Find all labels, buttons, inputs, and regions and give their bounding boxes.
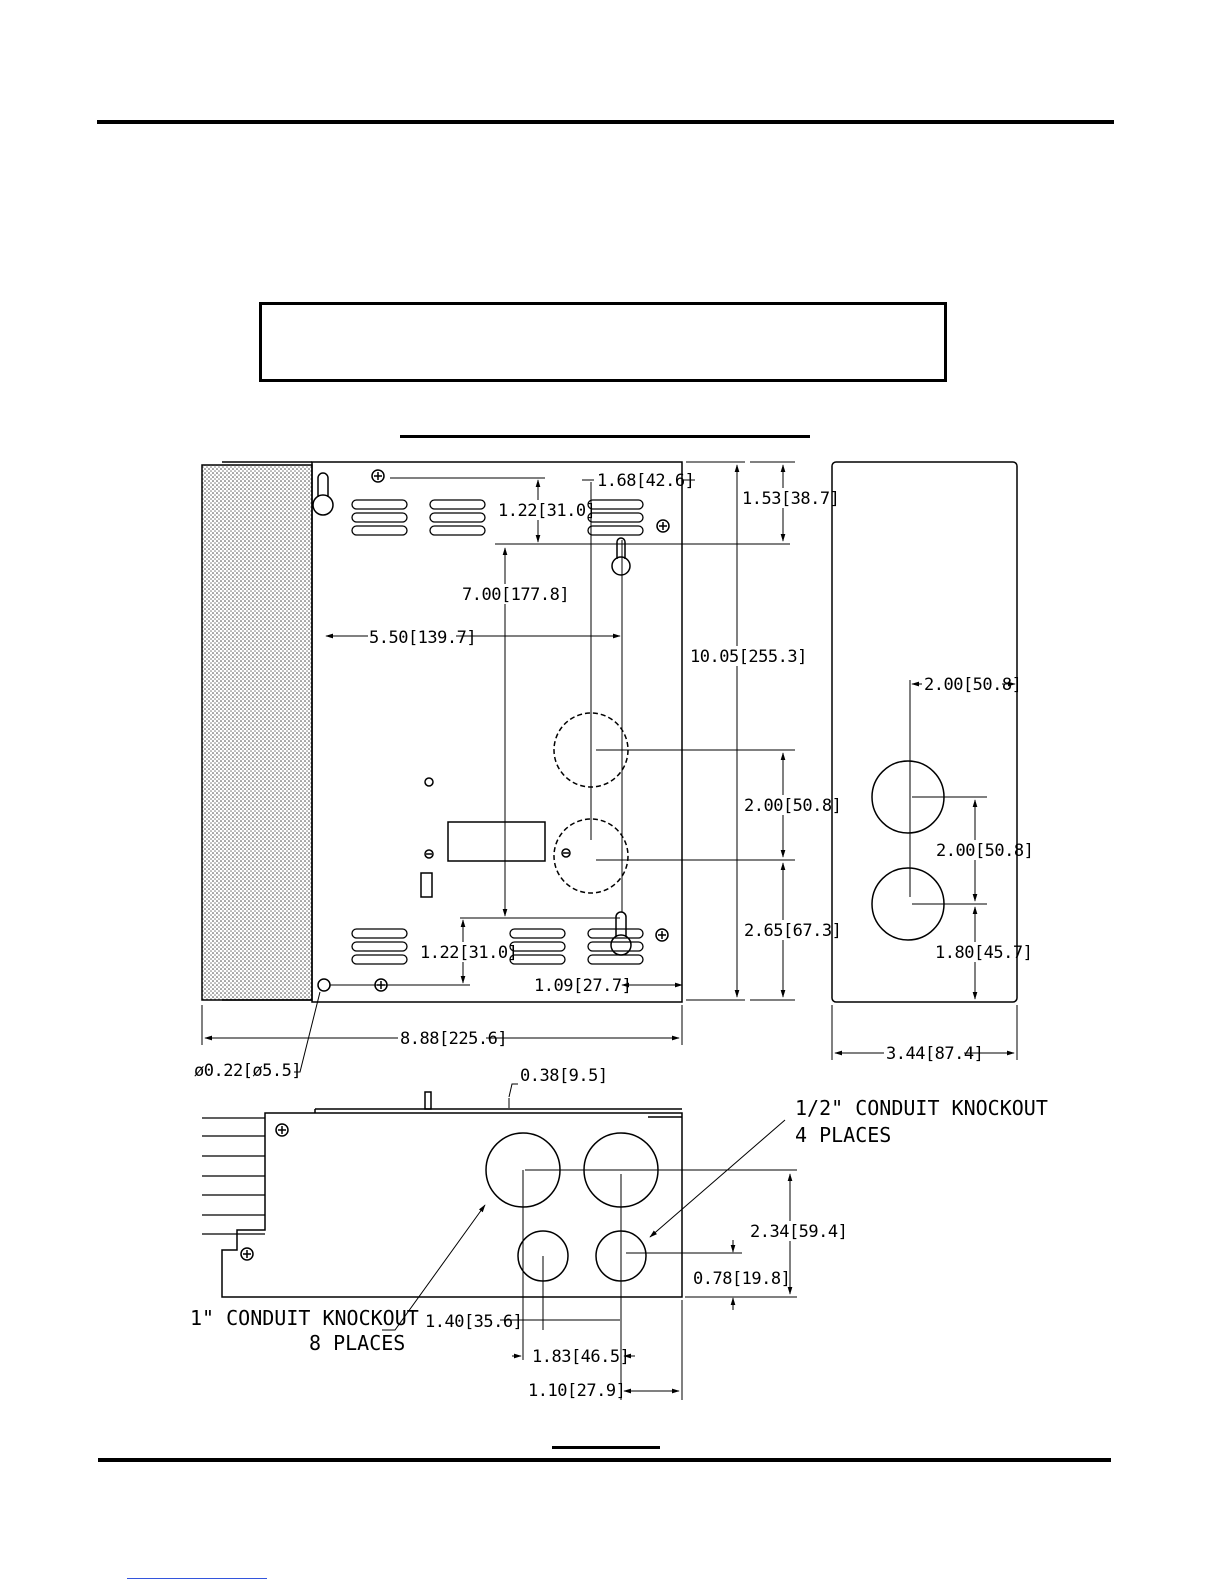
callout-one-inch-knockout: 1" CONDUIT KNOCKOUT — [190, 1306, 419, 1330]
dim-1-09: 1.09[27.7] — [534, 976, 631, 996]
label-plate — [447, 821, 546, 862]
dim-1-83: 1.83[46.5] — [532, 1347, 629, 1367]
vent-slots-top — [351, 499, 644, 536]
switch — [420, 872, 433, 898]
heat-sink-fins — [202, 1117, 265, 1235]
side-view — [831, 461, 1018, 1060]
screw-icon — [655, 928, 669, 942]
bottom-chassis-outline — [221, 1112, 683, 1298]
footer-rule — [98, 1458, 1111, 1462]
footer-link[interactable] — [127, 1578, 267, 1579]
dim-0-78: 0.78[19.8] — [693, 1269, 790, 1289]
callout-half-inch-knockout: 1/2" CONDUIT KNOCKOUT — [795, 1096, 1048, 1120]
mounting-hole — [317, 978, 331, 992]
section-title-underline — [400, 435, 810, 438]
dim-1-80: 1.80[45.7] — [935, 943, 1032, 963]
front-chassis — [311, 461, 683, 1003]
front-view-labels: 1.68[42.6] 1.53[38.7] 1.22[31.0] 7.00[17… — [194, 470, 842, 1081]
dim-3-44: 3.44[87.4] — [886, 1044, 983, 1064]
dim-1-22-top: 1.22[31.0] — [498, 501, 595, 521]
bottom-view — [202, 1083, 797, 1400]
screw-icon — [656, 519, 670, 533]
dim-0-38: 0.38[9.5] — [520, 1066, 608, 1086]
dim-8-88: 8.88[225.6] — [400, 1029, 507, 1049]
screw-icon — [371, 469, 385, 483]
dim-1-10: 1.10[27.9] — [528, 1381, 625, 1401]
screw-icon — [561, 848, 571, 858]
dim-10-05: 10.05[255.3] — [690, 647, 807, 667]
knockout-front-lower — [553, 818, 629, 894]
dim-7-00: 7.00[177.8] — [462, 585, 569, 605]
vent-slots-bottom — [351, 928, 644, 965]
callout-one-inch-places: 8 PLACES — [309, 1331, 405, 1355]
screw-icon — [275, 1123, 289, 1137]
side-view-labels: 2.00[50.8] 2.00[50.8] 1.80[45.7] 3.44[87… — [884, 674, 1034, 1064]
heat-sink — [201, 464, 313, 1001]
title-box — [259, 302, 947, 382]
bottom-view-labels: 0.38[9.5] 1/2" CONDUIT KNOCKOUT 4 PLACES… — [190, 1066, 1048, 1401]
keyhole-slot-mid-right — [611, 537, 631, 576]
dim-1-40: 1.40[35.6] — [425, 1312, 522, 1332]
dim-5-50: 5.50[139.7] — [369, 628, 476, 648]
callout-half-inch-places: 4 PLACES — [795, 1123, 891, 1147]
page-number-underline — [552, 1446, 660, 1449]
dim-2-00-side-h: 2.00[50.8] — [924, 675, 1021, 695]
dim-2-00-front: 2.00[50.8] — [744, 796, 841, 816]
dim-2-65: 2.65[67.3] — [744, 921, 841, 941]
keyhole-slot-top-left — [312, 472, 334, 516]
dim-2-00-side-v: 2.00[50.8] — [936, 841, 1033, 861]
screw-icon — [240, 1247, 254, 1261]
dim-hole-diameter: ø0.22[ø5.5] — [194, 1061, 301, 1081]
screw-icon — [424, 849, 434, 859]
dim-1-22-bottom: 1.22[31.0] — [420, 943, 517, 963]
dim-1-53: 1.53[38.7] — [742, 489, 839, 509]
side-chassis — [831, 461, 1018, 1003]
dim-2-34: 2.34[59.4] — [750, 1222, 847, 1242]
header-rule — [97, 120, 1114, 124]
front-view — [201, 461, 795, 1073]
dim-1-68: 1.68[42.6] — [597, 471, 694, 491]
